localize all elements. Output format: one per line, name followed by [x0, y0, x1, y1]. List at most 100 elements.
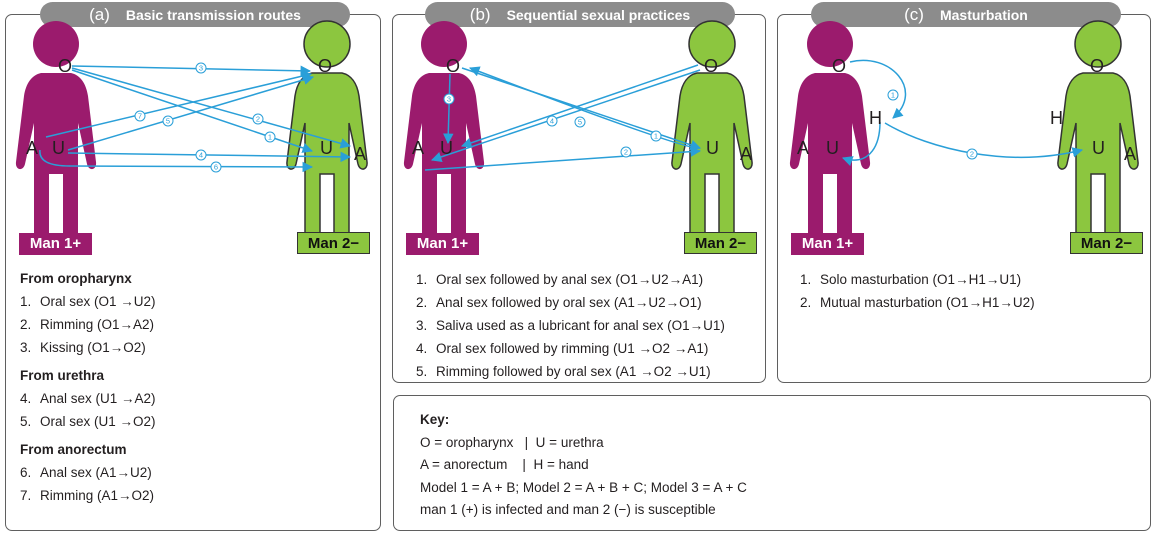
panel-b-header: (b) Sequential sexual practices	[425, 2, 735, 27]
arrow-b-1	[461, 67, 701, 150]
label-a-u1: U	[52, 138, 65, 158]
marker-a-7: 7	[134, 110, 146, 122]
arrow-a-6	[39, 149, 314, 173]
site-labels: O U A O U A O U A O U A O U A H O U A H	[26, 56, 1136, 164]
panel-b-man2-box: Man 2−	[684, 232, 757, 254]
marker-b-5: 5	[574, 116, 586, 128]
label-b-o2: O	[704, 56, 718, 76]
svg-text:3: 3	[447, 95, 451, 104]
group-heading-anorectum: From anorectum	[20, 442, 127, 457]
panel-a-man2-box: Man 2−	[297, 232, 370, 254]
arrow-a-4	[67, 151, 352, 163]
panel-b-letter: (b)	[469, 5, 491, 24]
list-item: 1.Solo masturbation (O1→H1→U1)	[800, 272, 1022, 287]
label-c-h1: H	[869, 108, 882, 128]
arrow-number-markers: 3 2 1 7 5 4 6 3 4 5 1 2 1 2	[134, 62, 978, 173]
panel-b-list: 1.Oral sex followed by anal sex (O1→U2→A…	[416, 268, 725, 383]
list-item: 1.Oral sex (O1 →U2)	[20, 294, 156, 309]
arrow-c-1a	[849, 59, 907, 119]
marker-b-2: 2	[620, 146, 632, 158]
svg-text:3: 3	[199, 64, 203, 73]
panel-b-title: Sequential sexual practices	[506, 7, 691, 23]
label-b-u1: U	[440, 138, 453, 158]
label-c-h2: H	[1050, 108, 1063, 128]
marker-c-1: 1	[887, 89, 899, 101]
label-b-o1: O	[446, 56, 460, 76]
svg-text:1: 1	[654, 132, 658, 141]
list-item: 4.Anal sex (U1 →A2)	[20, 391, 156, 406]
arrow-c-2	[884, 122, 1084, 158]
panel-b-man1-figure	[403, 21, 485, 240]
list-item: 3.Saliva used as a lubricant for anal se…	[416, 318, 725, 333]
arrow-c-1b	[842, 121, 881, 167]
list-item: 2.Rimming (O1→A2)	[20, 317, 155, 332]
key-panel	[393, 395, 1151, 531]
svg-text:1: 1	[891, 91, 895, 100]
label-b-u2: U	[706, 138, 719, 158]
label-a-o1: O	[58, 56, 72, 76]
svg-text:5: 5	[578, 118, 582, 127]
label-a-o2: O	[318, 56, 332, 76]
label-a-u2: U	[320, 138, 333, 158]
svg-text:7: 7	[138, 112, 142, 121]
list-item: 6.Anal sex (A1→U2)	[20, 465, 152, 480]
arrow-a-3	[71, 65, 312, 77]
panel-c-list: 1.Solo masturbation (O1→H1→U1) 2.Mutual …	[800, 268, 1035, 314]
panel-c-man2-box: Man 2−	[1070, 232, 1143, 254]
panel-a-list: From oropharynx 1.Oral sex (O1 →U2) 2.Ri…	[20, 262, 156, 507]
label-a-a1: A	[26, 138, 38, 158]
label-c-u2: U	[1092, 138, 1105, 158]
list-item: 2.Anal sex followed by oral sex (A1→U2→O…	[416, 295, 702, 310]
svg-text:2: 2	[624, 148, 628, 157]
panel-a-man1-figure	[15, 21, 97, 240]
label-c-u1: U	[826, 138, 839, 158]
panel-a-letter: (a)	[89, 5, 110, 24]
arrow-b-2	[424, 146, 702, 171]
arrow-b-3	[443, 73, 454, 145]
list-item: 2.Mutual masturbation (O1→H1→U2)	[800, 295, 1035, 310]
svg-text:2: 2	[256, 115, 260, 124]
arrow-b-5	[461, 64, 699, 148]
panel-a-arrows	[39, 65, 352, 173]
svg-text:4: 4	[199, 151, 203, 160]
marker-a-1: 1	[264, 131, 276, 143]
key-line-2: A = anorectum | H = hand	[420, 457, 589, 472]
marker-a-2: 2	[252, 113, 264, 125]
panel-c-man1-box: Man 1+	[791, 233, 864, 255]
label-c-a1: A	[797, 138, 809, 158]
list-item: 1.Oral sex followed by anal sex (O1→U2→A…	[416, 272, 704, 287]
marker-a-5: 5	[162, 115, 174, 127]
marker-c-2: 2	[966, 148, 978, 160]
panel-c-header: (c)Masturbation	[811, 2, 1121, 27]
list-item: 7.Rimming (A1→O2)	[20, 488, 155, 503]
marker-a-6: 6	[210, 161, 222, 173]
list-item: 5.Oral sex (U1 →O2)	[20, 414, 156, 429]
panel-b-man1-box: Man 1+	[406, 233, 479, 255]
key-title: Key:	[420, 412, 450, 427]
key: Key: O = oropharynx | U = urethra A = an…	[420, 409, 747, 522]
key-line-1: O = oropharynx | U = urethra	[420, 434, 604, 450]
marker-b-3: 3	[443, 93, 455, 105]
panel-c-man2-figure	[1057, 20, 1139, 241]
panel-c-man1-figure	[789, 21, 871, 240]
svg-text:4: 4	[550, 117, 554, 126]
panel-a-man2-figure	[286, 20, 368, 241]
panel-a-title: Basic transmission routes	[125, 7, 301, 23]
marker-b-1: 1	[650, 130, 662, 142]
panel-b-man2-figure	[671, 20, 753, 241]
label-c-o1: O	[832, 56, 846, 76]
key-line-4: man 1 (+) is infected and man 2 (−) is s…	[420, 502, 716, 517]
arrow-a-5	[67, 74, 315, 151]
label-b-a2: A	[740, 144, 752, 164]
label-c-o2: O	[1090, 56, 1104, 76]
arrow-a-7	[45, 71, 313, 138]
group-heading-urethra: From urethra	[20, 368, 105, 383]
svg-text:5: 5	[166, 117, 170, 126]
marker-a-4: 4	[195, 149, 207, 161]
label-b-a1: A	[412, 138, 424, 158]
list-item: 5.Rimming followed by oral sex (A1 →O2 →…	[416, 364, 711, 379]
panel-c-title: Masturbation	[939, 7, 1028, 23]
panel-a-man1-box: Man 1+	[19, 233, 92, 255]
arrow-b-1b	[469, 66, 701, 149]
